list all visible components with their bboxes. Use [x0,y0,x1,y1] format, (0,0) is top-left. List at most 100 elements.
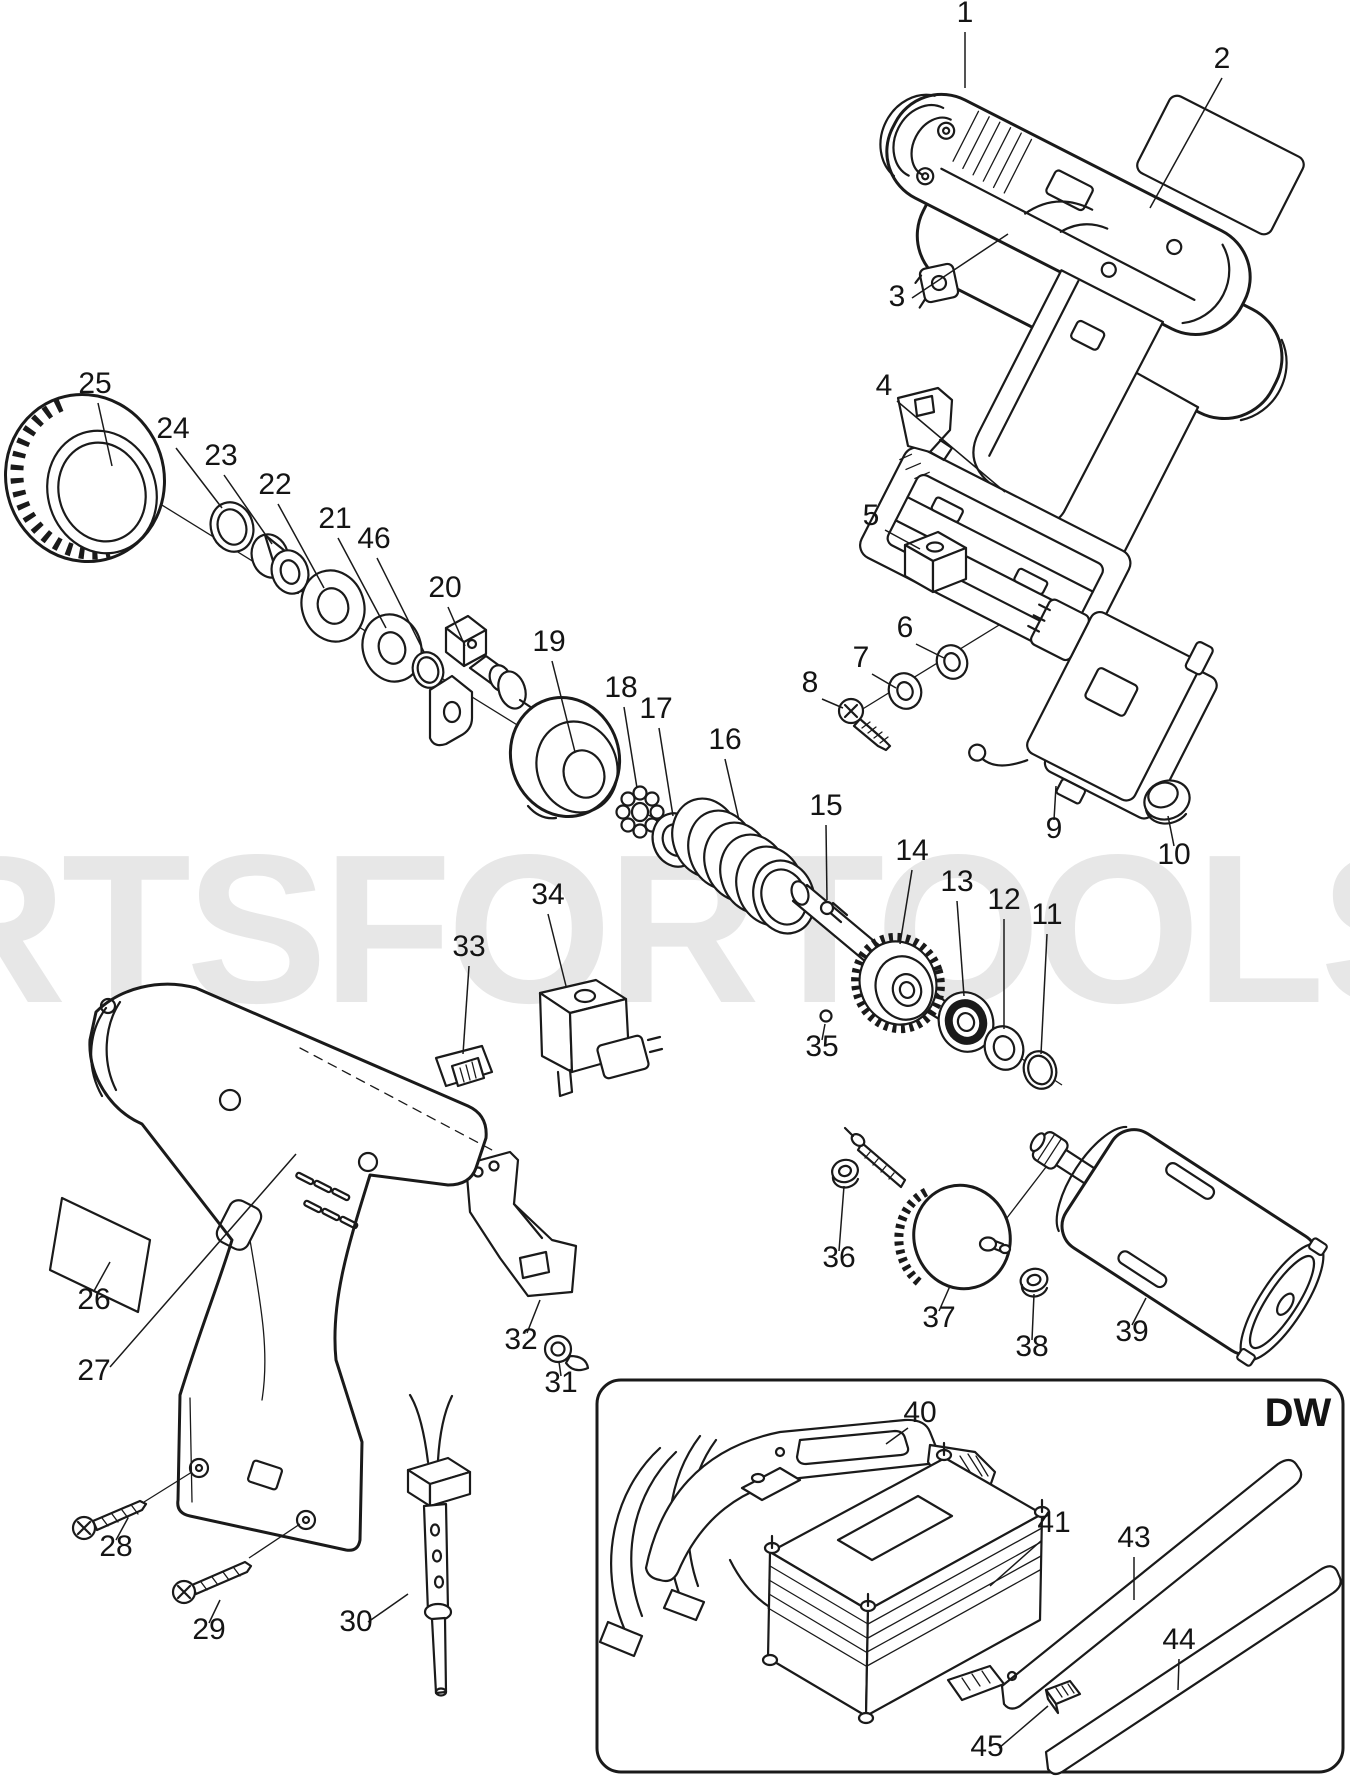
leader-line-25 [97,402,113,467]
part-number-34: 34 [531,878,564,911]
part-number-25: 25 [78,367,111,400]
leader-line-22 [277,503,325,589]
part-44-strip [1044,1565,1342,1776]
part-20-anvil [428,614,540,747]
part-number-26: 26 [77,1283,110,1316]
part-number-21: 21 [318,502,351,535]
part-33-reverse-button [434,1044,494,1088]
part-3-square-nut [914,262,960,309]
leader-line-2 [1149,77,1223,209]
part-43-strip [946,1458,1303,1710]
leader-line-37 [938,1285,951,1312]
inset-label-dw: DW [1265,1391,1332,1435]
part-11-retaining-ring [1022,1050,1058,1090]
part-27-handle-housing [88,982,493,1559]
part-number-14: 14 [895,834,928,867]
leader-line-41 [989,1539,1043,1587]
part-number-11: 11 [1031,898,1062,931]
part-number-8: 8 [802,666,819,699]
leader-line-28 [115,1517,129,1541]
part-number-43: 43 [1117,1521,1150,1554]
callout-layer: 1234567891011121314151617181920214622232… [77,0,1230,1763]
part-number-22: 22 [258,468,291,501]
leader-line-34 [547,913,567,987]
leader-line-5 [884,529,921,550]
part-35-steel-ball [819,1009,833,1023]
part-number-41: 41 [1037,1506,1070,1539]
part-number-3: 3 [889,280,906,313]
part-number-31: 31 [544,1366,577,1399]
part-36-bushing [831,1158,860,1189]
part-number-44: 44 [1162,1623,1195,1656]
leader-line-23 [223,474,273,545]
part-37-gear-assembly [843,1126,1012,1291]
part-31-clamp-clip [543,1334,590,1372]
part-number-40: 40 [903,1396,936,1429]
leader-line-44 [1177,1658,1180,1691]
leader-line-33 [462,965,470,1055]
leader-line-7 [871,673,897,689]
part-number-27: 27 [77,1354,110,1387]
part-29-screw [171,1560,253,1605]
part-number-18: 18 [604,671,637,704]
dw-inset-box: DW [595,1378,1345,1776]
part-16-spring [671,797,816,935]
part-21-washer [361,613,423,683]
leader-line-45 [998,1705,1049,1749]
part-9-switch-assembly [968,598,1218,820]
part-number-10: 10 [1157,838,1190,871]
part-number-19: 19 [532,625,565,658]
part-23-spacer-sleeve [250,533,310,595]
leader-line-14 [899,869,913,945]
part-number-30: 30 [339,1605,372,1638]
part-19-hammer [508,696,622,820]
leader-line-20 [447,606,466,647]
part-number-16: 16 [708,723,741,756]
part-30-contact-rod [406,1393,472,1697]
leader-line-18 [623,706,638,789]
leader-line-35 [821,1023,826,1041]
leader-line-9 [1053,785,1057,821]
part-number-20: 20 [428,571,461,604]
leader-line-31 [558,1361,562,1377]
leader-line-24 [175,447,223,509]
part-number-39: 39 [1115,1315,1148,1348]
part-1-housing-set [859,92,1288,663]
part-8-screw [837,697,892,752]
part-26-name-plate [48,1196,152,1314]
part-number-46: 46 [357,522,390,555]
part-7-flat-washer [887,672,923,710]
leader-line-21 [337,537,387,629]
part-number-23: 23 [204,439,237,472]
part-number-36: 36 [822,1241,855,1274]
part-number-37: 37 [922,1301,955,1334]
part-number-17: 17 [639,692,672,725]
part-number-15: 15 [809,789,842,822]
part-25-hammer-case-cap [4,392,166,564]
leader-line-26 [93,1261,111,1292]
leader-line-38 [1031,1293,1035,1341]
part-number-45: 45 [970,1730,1003,1763]
part-number-32: 32 [504,1323,537,1356]
leader-line-19 [551,660,576,753]
part-13-ball-bearing [937,991,995,1053]
part-32-switch-bracket [464,1150,578,1298]
part-39-motor [1029,1125,1328,1367]
leader-line-30 [367,1593,409,1623]
part-15-steel-ball [819,900,835,916]
part-28-screw [71,1499,148,1541]
leader-line-36 [838,1185,845,1252]
part-10-cap [1143,779,1191,825]
leader-line-46 [376,557,425,653]
part-6-grommet [935,644,969,680]
leader-line-27 [109,1153,297,1368]
part-number-38: 38 [1015,1330,1048,1363]
leader-line-11 [1040,933,1048,1055]
part-number-9: 9 [1046,812,1063,845]
part-41-plastic-case [740,1441,1051,1725]
part-24-o-ring [209,501,255,553]
part-5-cushion-cube [903,530,968,594]
leader-line-39 [1131,1297,1147,1326]
